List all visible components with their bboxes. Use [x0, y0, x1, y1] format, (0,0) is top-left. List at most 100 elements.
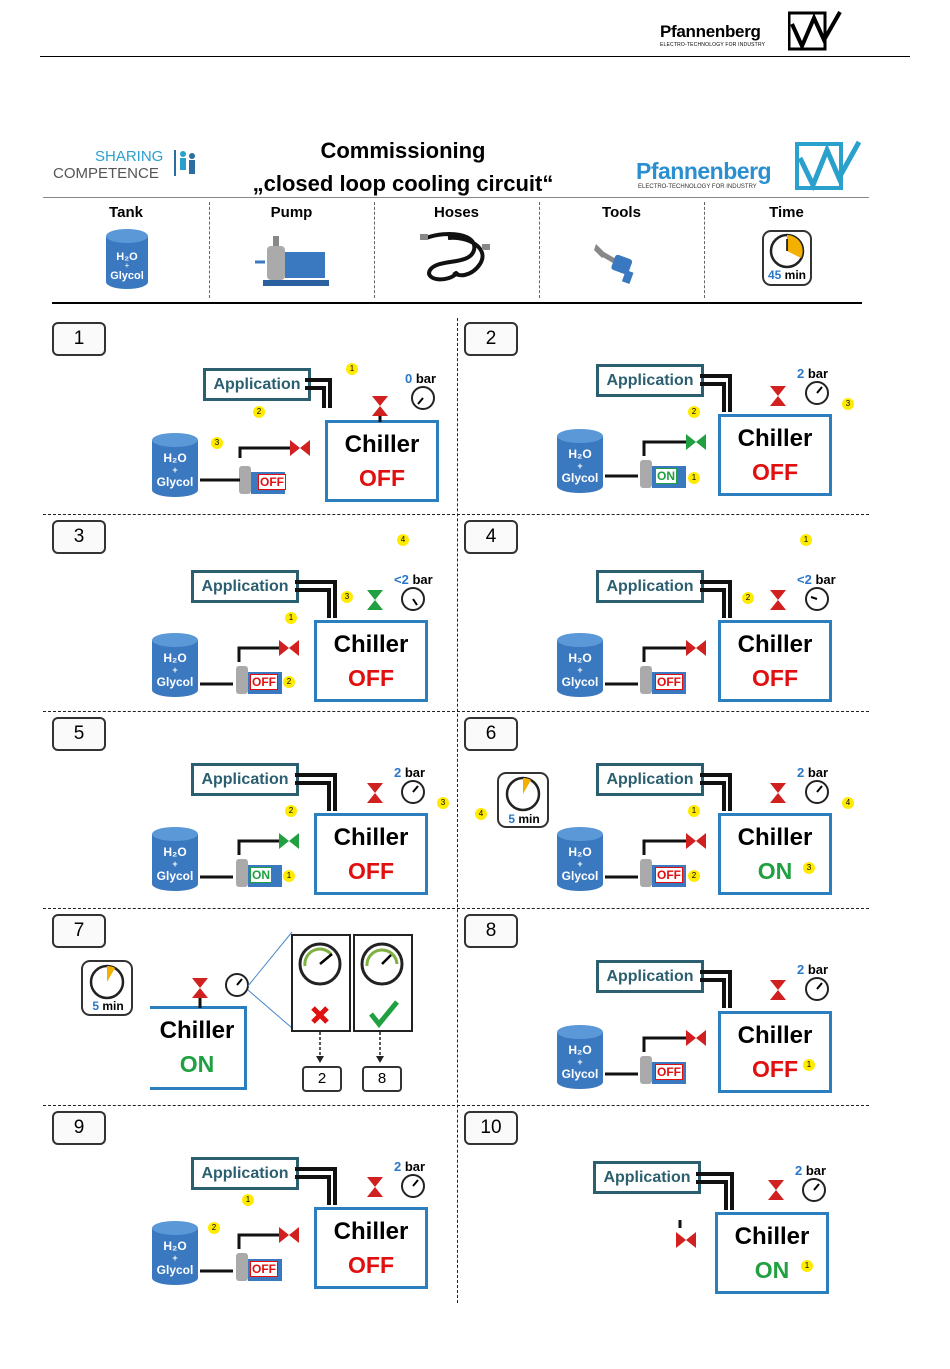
competence-label: COMPETENCE — [53, 165, 159, 182]
step-8-badge-1: 1 — [803, 1059, 815, 1071]
step-3-gauge-icon — [401, 587, 425, 611]
resources-header: Tank Pump Hoses Tools Time — [43, 197, 869, 302]
brand-logo-mark-icon — [795, 140, 861, 192]
timer-icon — [762, 230, 812, 286]
step-2-pipes-icon — [605, 374, 786, 478]
step-1-gauge-icon — [411, 386, 435, 410]
svg-text:+: + — [125, 261, 130, 270]
step-6-pipes-icon — [605, 773, 786, 879]
step-1-pipes-icon — [200, 378, 388, 482]
step-1-application: Application — [203, 368, 311, 401]
grid-divider-row1 — [43, 514, 869, 515]
step-2-tank-icon — [557, 429, 603, 493]
step-4-pipes-icon — [605, 580, 786, 686]
step-2-badge-2: 2 — [688, 406, 700, 418]
resource-tank: Tank — [109, 204, 143, 221]
step-9-number: 9 — [52, 1111, 106, 1145]
hoses-icon — [420, 232, 490, 282]
step-2-number: 2 — [464, 322, 518, 356]
step-3-pump-status: OFF — [250, 674, 278, 690]
step-5-tank-label: H₂O+Glycol — [156, 845, 194, 883]
step-3-badge-2: 2 — [283, 676, 295, 688]
step-2-badge-3: 3 — [842, 398, 854, 410]
step-1-badge-1: 1 — [346, 363, 358, 375]
step-10-pipes-icon — [676, 1172, 784, 1248]
step-8-pressure: 2 bar — [797, 962, 829, 977]
header-rule — [40, 56, 910, 57]
step-9-badge-2: 2 — [208, 1222, 220, 1234]
step-6-tank-label: H₂O+Glycol — [561, 845, 599, 883]
step-7-goto-2: 2 — [302, 1066, 342, 1092]
step-4-application: Application — [596, 570, 704, 603]
step-5-badge-3: 3 — [437, 797, 449, 809]
step-5-pump-status: ON — [250, 867, 272, 883]
step-10-application: Application — [593, 1161, 701, 1194]
step-7-gauge-fail — [291, 934, 351, 1032]
step-1-badge-3: 3 — [211, 437, 223, 449]
step-1-badge-2: 2 — [253, 406, 265, 418]
grid-divider-vertical — [457, 318, 458, 1303]
step-4-pressure: <2 bar — [797, 572, 836, 587]
brand-logo-icon — [788, 11, 842, 51]
step-6-pump-status: OFF — [655, 867, 683, 883]
header-brand: Pfannenberg — [660, 22, 761, 41]
step-1-pressure: 0 bar — [405, 371, 437, 386]
step-8-gauge-icon — [805, 977, 829, 1001]
step-10-badge-1: 1 — [801, 1260, 813, 1272]
step-10-number: 10 — [464, 1111, 518, 1145]
step-6-badge-4: 4 — [842, 797, 854, 809]
step-5-badge-1: 1 — [283, 870, 295, 882]
resource-tools: Tools — [602, 204, 641, 221]
step-7-valve-icon — [192, 978, 208, 1008]
step-1-number: 1 — [52, 322, 106, 356]
step-8-tank-icon — [557, 1025, 603, 1089]
resource-time: Time — [769, 204, 804, 221]
step-3-badge-4: 4 — [397, 534, 409, 546]
step-6-timer-icon — [497, 772, 549, 828]
step-7-arrows — [316, 1032, 384, 1063]
step-5-badge-2: 2 — [285, 805, 297, 817]
step-4-pump-status: OFF — [655, 674, 683, 690]
grid-divider-row3 — [43, 908, 869, 909]
step-5-gauge-icon — [401, 780, 425, 804]
svg-text:H₂O: H₂O — [116, 251, 138, 263]
grid-divider-row2 — [43, 711, 869, 712]
step-5-application: Application — [191, 763, 299, 796]
step-6-badge-2: 2 — [688, 870, 700, 882]
step-3-badge-1: 1 — [285, 612, 297, 624]
step-9-tank-icon — [152, 1221, 198, 1285]
sharing-label: SHARING — [95, 148, 164, 165]
step-2-badge-1: 1 — [688, 472, 700, 484]
step-10-pressure: 2 bar — [795, 1163, 827, 1178]
step-5-pipes-icon — [200, 773, 383, 879]
step-3-application: Application — [191, 570, 299, 603]
step-9-pipes-icon — [200, 1167, 383, 1273]
svg-text:Glycol: Glycol — [110, 270, 144, 282]
step-7-goto-8: 8 — [362, 1066, 402, 1092]
step-8-application: Application — [596, 960, 704, 993]
step-6-pressure: 2 bar — [797, 765, 829, 780]
step-2-tank-label: H₂O+Glycol — [561, 447, 599, 485]
step-1-pump-status: OFF — [258, 474, 286, 490]
step-5-number: 5 — [52, 717, 106, 751]
step-8-number: 8 — [464, 914, 518, 948]
step-3-tank-icon — [152, 633, 198, 697]
step-1-tank-icon — [152, 433, 198, 497]
tank-icon: H₂O + Glycol — [106, 229, 148, 289]
step-6-number: 6 — [464, 717, 518, 751]
page-subtitle: „closed loop cooling circuit“ — [252, 171, 554, 196]
step-10-gauge-icon — [802, 1178, 826, 1202]
step-6-gauge-icon — [805, 780, 829, 804]
step-3-badge-3: 3 — [341, 591, 353, 603]
pump-icon — [255, 236, 329, 286]
step-5-tank-icon — [152, 827, 198, 891]
step-6-badge-1: 1 — [688, 805, 700, 817]
step-5-pressure: 2 bar — [394, 765, 426, 780]
